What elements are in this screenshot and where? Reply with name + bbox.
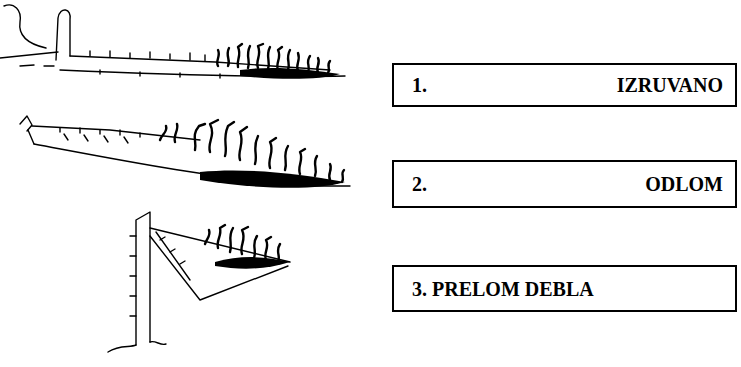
node-label: 2. ODLOM [412,172,723,196]
label-box: 1. IZRUVANO [392,63,737,107]
uprooted-tree [0,5,345,78]
snapped-tree [108,212,290,352]
label-box: 2. ODLOM [392,160,737,208]
label-box: 3. PRELOM DEBLA [392,265,737,312]
node-label: 3. PRELOM DEBLA [412,277,723,301]
node-label: 1. IZRUVANO [412,73,723,97]
snapped-crown [205,225,280,262]
